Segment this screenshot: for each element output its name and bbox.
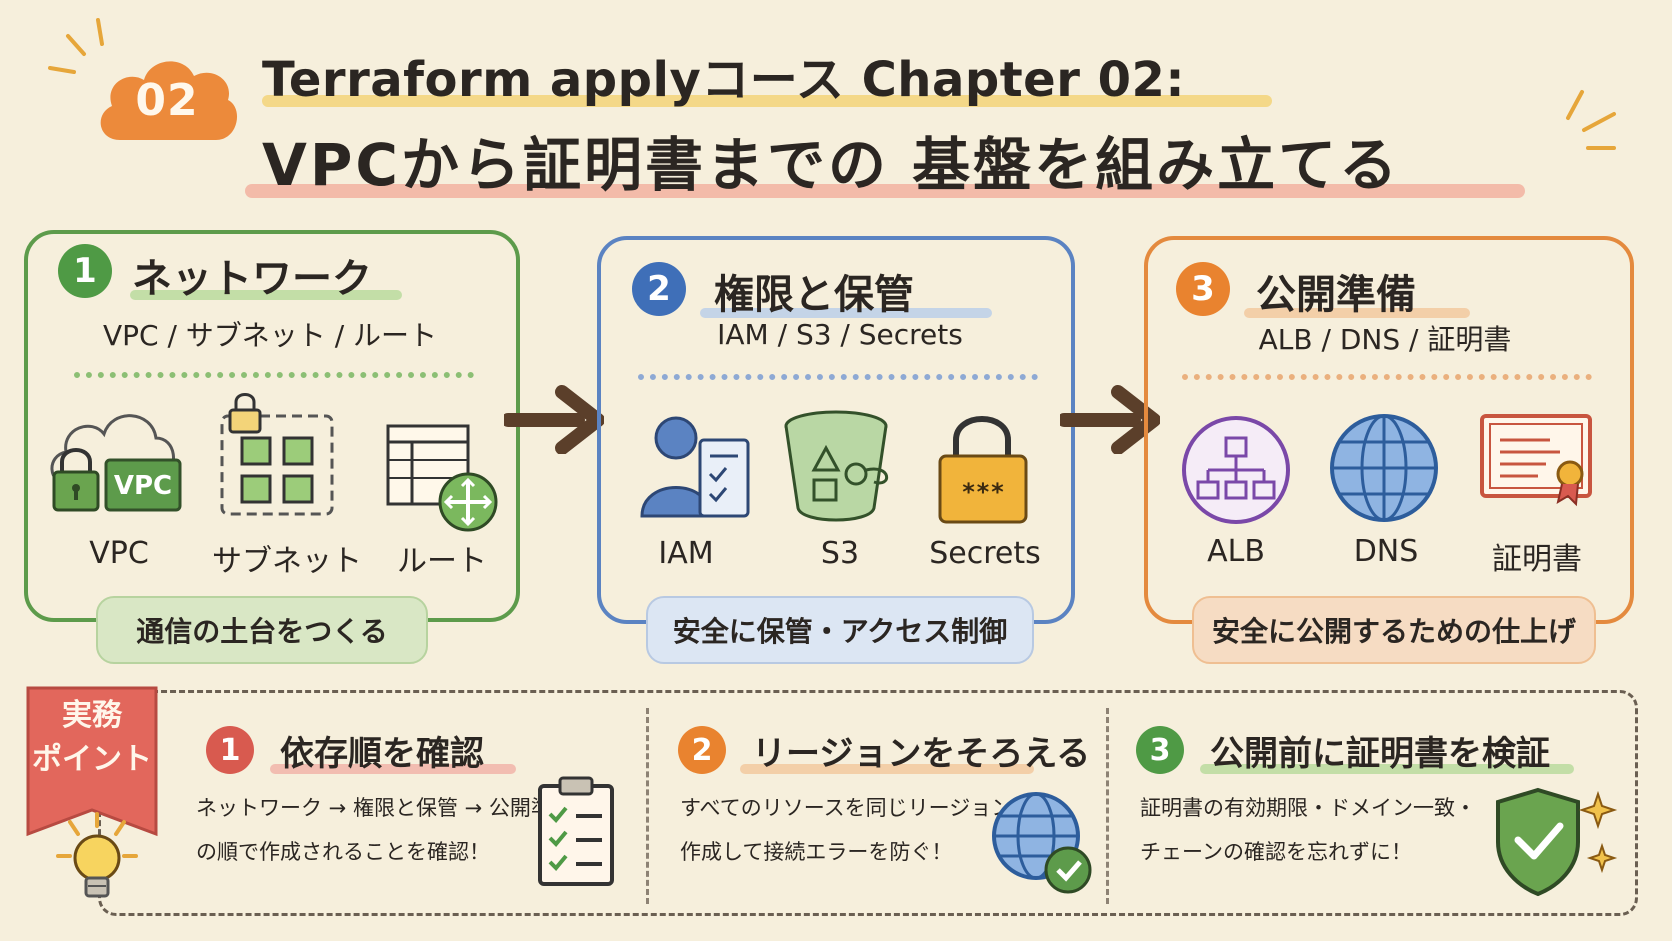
vpc-label: VPC <box>89 536 149 571</box>
stage-title: 公開準備 <box>1256 272 1416 318</box>
stage-subtitle: VPC / サブネット / ルート <box>102 319 438 352</box>
route-label: ルート <box>397 544 487 579</box>
s3-label: S3 <box>820 536 860 571</box>
point-title: 依存順を確認 <box>280 734 484 774</box>
point-body-line: 証明書の有効期限・ドメイン一致・ <box>1140 796 1476 820</box>
arrow-right-icon <box>1060 385 1160 454</box>
stage-number-badge: 3 <box>1176 262 1230 316</box>
points-divider <box>1106 708 1109 904</box>
subnet-grid-icon <box>220 393 334 516</box>
alb-label: ALB <box>1207 534 1265 569</box>
page-subtitle: VPCから証明書までの 基盤を組み立てる <box>262 131 1401 199</box>
iam-label: IAM <box>658 536 714 571</box>
subtitle-highlight <box>245 184 1525 198</box>
point-title-underline <box>740 764 1034 774</box>
chapter-badge: 02 <box>92 44 242 156</box>
practice-ribbon: 実務 ポイント <box>22 682 162 840</box>
point-body-line: の順で作成されることを確認！ <box>196 840 490 864</box>
title-highlight <box>262 95 1272 107</box>
stage-note-bubble: 安全に公開するための仕上げ <box>1192 596 1596 664</box>
point-title-underline <box>1200 764 1574 774</box>
globe-check-icon <box>992 792 1092 894</box>
points-divider <box>646 708 649 904</box>
vpc-cloud-lock-icon: VPC <box>50 414 182 512</box>
stage-title-underline <box>130 290 402 300</box>
dns-globe-icon <box>1330 414 1438 522</box>
iam-user-icon <box>640 416 750 518</box>
point-number-badge: 3 <box>1136 726 1184 774</box>
vpc-tag-text: VPC <box>114 471 172 501</box>
sparkle-lines-right-icon <box>1566 90 1616 150</box>
stage-note-bubble: 安全に保管・アクセス制御 <box>646 596 1034 664</box>
ribbon-line: 実務 <box>62 698 122 733</box>
point-body: 証明書の有効期限・ドメイン一致・ チェーンの確認を忘れずに！ <box>1140 786 1476 874</box>
chapter-number: 02 <box>135 74 199 126</box>
point-number-badge: 2 <box>678 726 726 774</box>
stage-number-badge: 1 <box>58 244 112 298</box>
dotted-divider <box>74 372 474 378</box>
ribbon-line: ポイント <box>32 742 152 777</box>
secret-mask-text: *** <box>961 478 1004 506</box>
point-body-line: チェーンの確認を忘れずに！ <box>1140 840 1412 864</box>
stage-title: 権限と保管 <box>714 272 914 318</box>
lightbulb-icon <box>56 812 138 898</box>
stage-subtitle: IAM / S3 / Secrets <box>717 318 963 351</box>
s3-bucket-icon <box>784 410 889 522</box>
point-body: ネットワーク → 権限と保管 → 公開準備 の順で作成されることを確認！ <box>196 786 573 874</box>
stage-title-underline <box>700 308 992 318</box>
point-title: リージョンをそろえる <box>752 734 1091 774</box>
dotted-divider <box>638 374 1038 380</box>
route-table-icon <box>386 424 498 532</box>
point-body-line: すべてのリソースを同じリージョンで <box>680 796 1034 820</box>
stage-number-badge: 2 <box>632 262 686 316</box>
secrets-lock-icon: *** <box>938 416 1028 524</box>
subnet-label: サブネット <box>212 544 362 579</box>
page-title: Terraform applyコース Chapter 02: <box>262 52 1186 108</box>
arrow-right-icon <box>504 385 604 454</box>
point-body-line: ネットワーク → 権限と保管 → 公開準備 <box>196 796 573 820</box>
shield-check-icon <box>1496 787 1618 897</box>
point-title: 公開前に証明書を検証 <box>1210 734 1550 774</box>
alb-load-balancer-icon <box>1182 416 1290 524</box>
point-title-underline <box>270 764 516 774</box>
cloud-badge-icon <box>100 61 238 140</box>
certificate-label: 証明書 <box>1492 542 1582 577</box>
point-number-badge: 1 <box>206 726 254 774</box>
stage-title: ネットワーク <box>132 256 372 302</box>
secrets-label: Secrets <box>929 536 1041 571</box>
point-body: すべてのリソースを同じリージョンで 作成して接続エラーを防ぐ！ <box>680 786 1033 874</box>
checklist-clipboard-icon <box>538 776 614 886</box>
stage-subtitle: ALB / DNS / 証明書 <box>1258 323 1512 356</box>
point-body-line: 作成して接続エラーを防ぐ！ <box>680 840 953 864</box>
sparkle-lines-icon <box>48 18 104 74</box>
dns-label: DNS <box>1353 534 1419 569</box>
certificate-icon <box>1480 414 1592 507</box>
dotted-divider <box>1182 374 1592 380</box>
stage-note-bubble: 通信の土台をつくる <box>96 596 428 664</box>
stage-title-underline <box>1244 308 1470 318</box>
